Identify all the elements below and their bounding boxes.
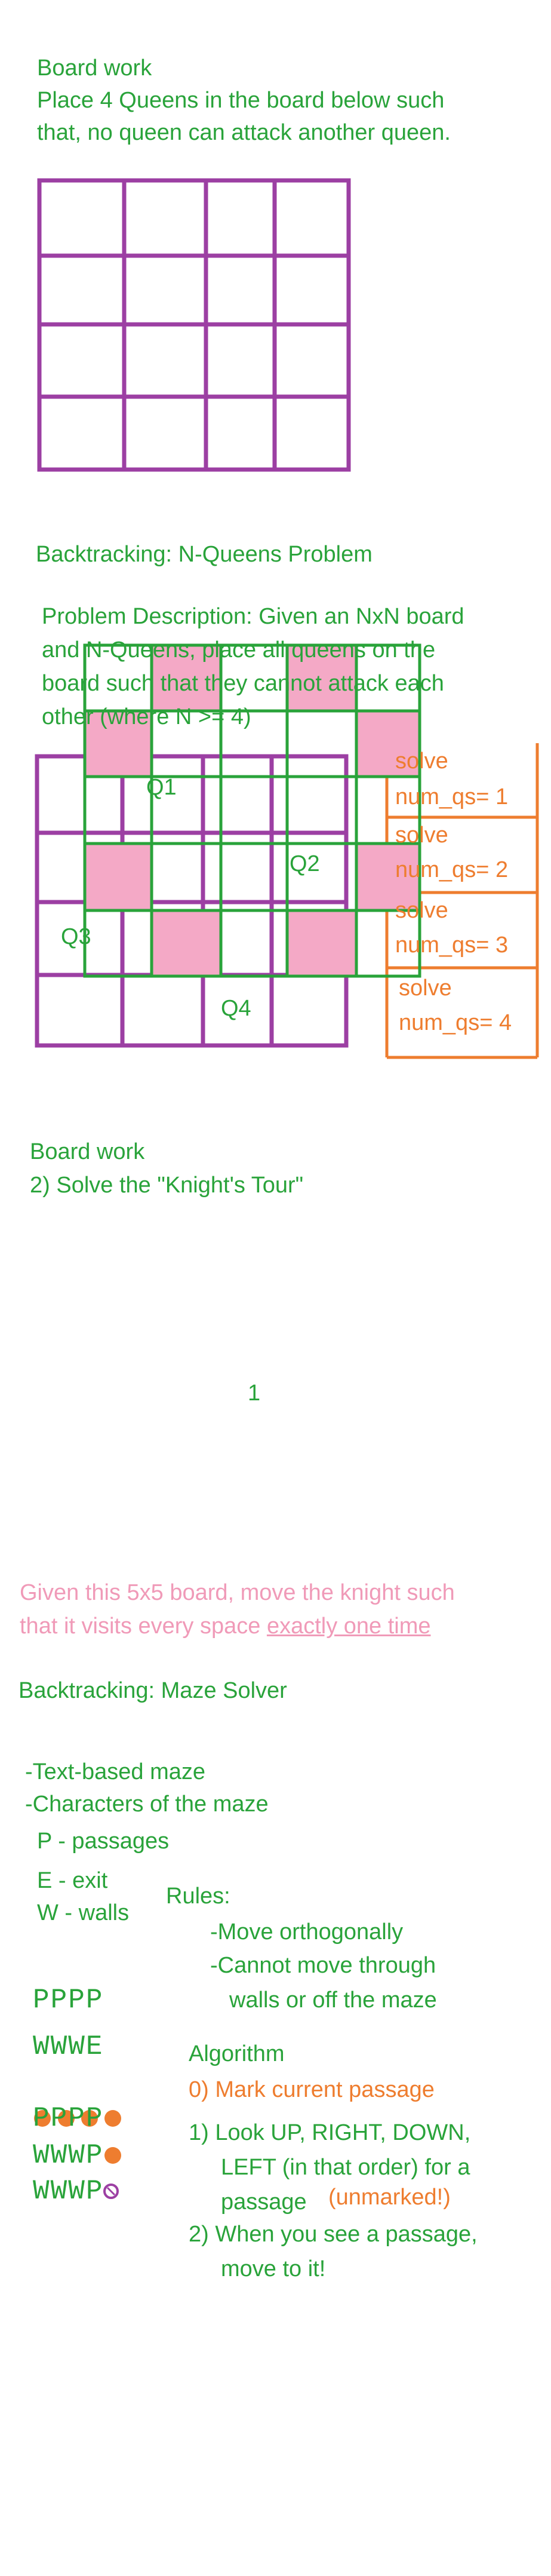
queen-label: Q3	[61, 924, 91, 949]
pink-cell	[152, 645, 221, 711]
stack-frame-value: num_qs= 3	[395, 933, 509, 958]
section3-title: Board work	[30, 1139, 145, 1164]
pink-cell	[85, 844, 152, 910]
knights-caption-line2: that it visits every space exactly one t…	[20, 1609, 431, 1643]
section1-title: Board work	[37, 56, 152, 81]
maze-row: PPPP	[33, 2103, 104, 2134]
knights-tour-board	[83, 643, 421, 978]
pink-cell	[356, 711, 420, 777]
stack-frame-value: num_qs= 4	[399, 1010, 512, 1035]
algorithm-step: move to it!	[221, 2256, 326, 2281]
pink-cell	[356, 844, 420, 910]
stack-frame-value: num_qs= 1	[395, 784, 509, 809]
maze-note: E - exit	[37, 1868, 108, 1893]
maze-note: W - walls	[37, 1900, 130, 1925]
algorithm-step: passage	[221, 2189, 307, 2215]
pink-cell	[85, 711, 152, 777]
knight-start-mark: 1	[248, 1381, 261, 1406]
section1-line2: that, no queen can attack another queen.	[37, 120, 451, 145]
algorithm-step: 0) Mark current passage	[189, 2077, 435, 2102]
stack-frame-label: solve	[395, 823, 448, 848]
queen-label: Q1	[146, 775, 177, 800]
current-position-mark	[106, 2186, 116, 2196]
pink-cell	[287, 645, 356, 711]
rule-item: -Cannot move through	[210, 1953, 436, 1978]
stack-frame-value: num_qs= 2	[395, 857, 509, 882]
passage-mark	[104, 2147, 121, 2164]
passage-mark	[58, 2110, 75, 2127]
problem-desc-line: other (where N >= 4)	[42, 704, 251, 729]
passage-mark	[81, 2110, 98, 2127]
maze-row: PPPP	[33, 1985, 104, 2016]
maze-marks	[34, 2110, 121, 2199]
maze-row: WWWP	[33, 2176, 104, 2207]
stack-frame-label: solve	[395, 898, 448, 923]
queen-label: Q2	[290, 851, 320, 876]
rule-item: walls or off the maze	[229, 1988, 437, 2013]
knights-caption-line1: Given this 5x5 board, move the knight su…	[20, 1580, 455, 1605]
stack-frame-label: solve	[395, 749, 448, 774]
maze-note: P - passages	[37, 1829, 170, 1854]
passage-mark	[104, 2110, 121, 2127]
rule-item: -Move orthogonally	[210, 1919, 404, 1945]
caption-underlined: exactly one time	[266, 1614, 431, 1639]
problem-desc-line: and N-Queens, place all queens on the	[42, 637, 436, 663]
maze-row: WWWP	[33, 2140, 104, 2171]
section4-title: Backtracking: Maze Solver	[19, 1678, 287, 1703]
unmarked-note: (unmarked!)	[328, 2185, 451, 2210]
empty-queens-board	[37, 178, 351, 472]
section2-title: Backtracking: N-Queens Problem	[36, 542, 373, 567]
pink-cell	[287, 910, 356, 976]
queen-label: Q4	[221, 996, 251, 1021]
current-position-mark	[103, 2184, 119, 2199]
rules-title: Rules:	[166, 1884, 230, 1909]
stack-frame-label: solve	[399, 976, 452, 1001]
maze-note: -Characters of the maze	[25, 1792, 269, 1817]
algorithm-step: 2) When you see a passage,	[189, 2222, 478, 2247]
caption-text: that it visits every space	[20, 1614, 267, 1639]
maze-row: WWWE	[33, 2031, 104, 2062]
section1-line1: Place 4 Queens in the board below such	[37, 88, 445, 113]
section3-subtitle: 2) Solve the "Knight's Tour"	[30, 1173, 304, 1198]
algorithm-step: LEFT (in that order) for a	[221, 2155, 470, 2180]
pink-cell	[152, 910, 221, 976]
algorithm-title: Algorithm	[189, 2041, 285, 2066]
passage-mark	[34, 2110, 51, 2127]
problem-desc-line: board such that they cannot attack each	[42, 671, 444, 696]
algorithm-step: 1) Look UP, RIGHT, DOWN,	[189, 2120, 471, 2145]
maze-note: -Text-based maze	[25, 1759, 206, 1784]
problem-desc-line: Problem Description: Given an NxN board	[42, 604, 464, 629]
